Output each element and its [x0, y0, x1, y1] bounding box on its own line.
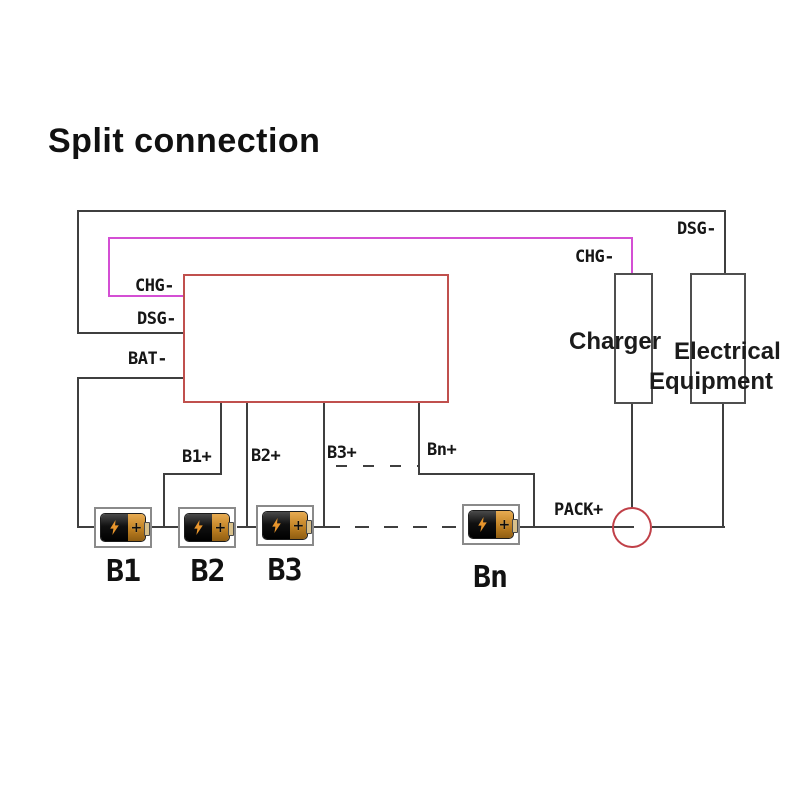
battery-terminal-tip — [144, 522, 150, 536]
label-chg-left: CHG- — [135, 276, 174, 296]
battery-positive-section: + — [127, 514, 145, 541]
battery-terminal-tip — [228, 522, 234, 536]
charger-box — [614, 273, 653, 404]
label-b3-plus: B3+ — [327, 443, 357, 463]
wire-chg-to-charger — [631, 237, 633, 275]
battery-negative-section — [185, 514, 212, 541]
wire-node-to-equipment — [652, 526, 725, 528]
battery-label-b3: B3 — [267, 553, 302, 588]
wire-bat-to-b1 — [77, 526, 95, 528]
battery-negative-section — [263, 512, 290, 539]
wire-b1-b2 — [152, 526, 179, 528]
wire-row-dashed — [326, 526, 463, 528]
wire-b1-tap-h — [163, 473, 222, 475]
battery-label-b2: B2 — [190, 554, 225, 589]
wire-top-dsg — [77, 210, 726, 212]
label-bn-plus: Bn+ — [427, 440, 457, 460]
battery-body: + — [184, 513, 234, 542]
pack-junction-node — [612, 507, 652, 548]
wire-b1-tap-drop — [163, 473, 165, 528]
battery-positive-section: + — [495, 511, 513, 538]
wire-bat-pin — [77, 377, 185, 379]
label-pack-plus: PACK+ — [554, 500, 603, 520]
label-b1-plus: B1+ — [182, 447, 212, 467]
wire-right-outer — [724, 210, 726, 274]
equipment-box — [690, 273, 746, 404]
lightning-icon — [194, 520, 203, 535]
wire-b3-tap — [323, 403, 325, 528]
label-bat-left: BAT- — [128, 349, 167, 369]
battery-terminal-tip — [512, 519, 518, 533]
battery-icon: + — [178, 507, 236, 548]
battery-label-bn: Bn — [472, 560, 508, 595]
wire-b2-tap — [246, 403, 248, 528]
wire-dsg-pin — [77, 332, 185, 334]
battery-body: + — [262, 511, 312, 540]
diagram-title: Split connection — [48, 122, 321, 160]
wire-bn-tap-v — [418, 403, 420, 474]
wire-bat-down — [77, 377, 79, 528]
wire-chg-left — [108, 237, 110, 297]
battery-terminal-tip — [306, 520, 312, 534]
battery-plus-mark: + — [498, 516, 511, 533]
battery-plus-mark: + — [214, 519, 227, 536]
battery-icon: + — [94, 507, 152, 548]
wire-tap-dashed — [336, 465, 418, 467]
battery-body: + — [100, 513, 150, 542]
bms-board-box — [183, 274, 449, 403]
wire-b1-tap-v — [220, 403, 222, 474]
battery-negative-section — [469, 511, 496, 538]
label-chg-right: CHG- — [575, 247, 614, 267]
wire-left-outer — [77, 210, 79, 334]
battery-positive-section: + — [289, 512, 307, 539]
equipment-label-line1: Electrical — [674, 338, 781, 365]
equipment-label-line2: Equipment — [649, 368, 773, 395]
wire-chg-pin — [108, 295, 185, 297]
wire-charger-down — [631, 403, 633, 509]
label-b2-plus: B2+ — [251, 446, 281, 466]
lightning-icon — [110, 520, 119, 535]
wire-bn-to-node — [518, 526, 634, 528]
wire-chg-top — [108, 237, 633, 239]
battery-plus-mark: + — [130, 519, 143, 536]
battery-body: + — [468, 510, 518, 539]
wire-b3-stub — [313, 526, 326, 528]
battery-icon: + — [462, 504, 520, 545]
battery-icon: + — [256, 505, 314, 546]
wire-equipment-down — [722, 403, 724, 528]
battery-plus-mark: + — [292, 517, 305, 534]
battery-label-b1: B1 — [105, 554, 141, 589]
wire-bn-tap-drop — [533, 473, 535, 528]
lightning-icon — [272, 518, 281, 533]
charger-label: Charger — [569, 328, 662, 355]
battery-negative-section — [101, 514, 128, 541]
lightning-icon — [478, 517, 487, 532]
label-dsg-left: DSG- — [137, 309, 176, 329]
label-dsg-right: DSG- — [677, 219, 716, 239]
battery-positive-section: + — [211, 514, 229, 541]
wire-bn-tap-h — [418, 473, 535, 475]
